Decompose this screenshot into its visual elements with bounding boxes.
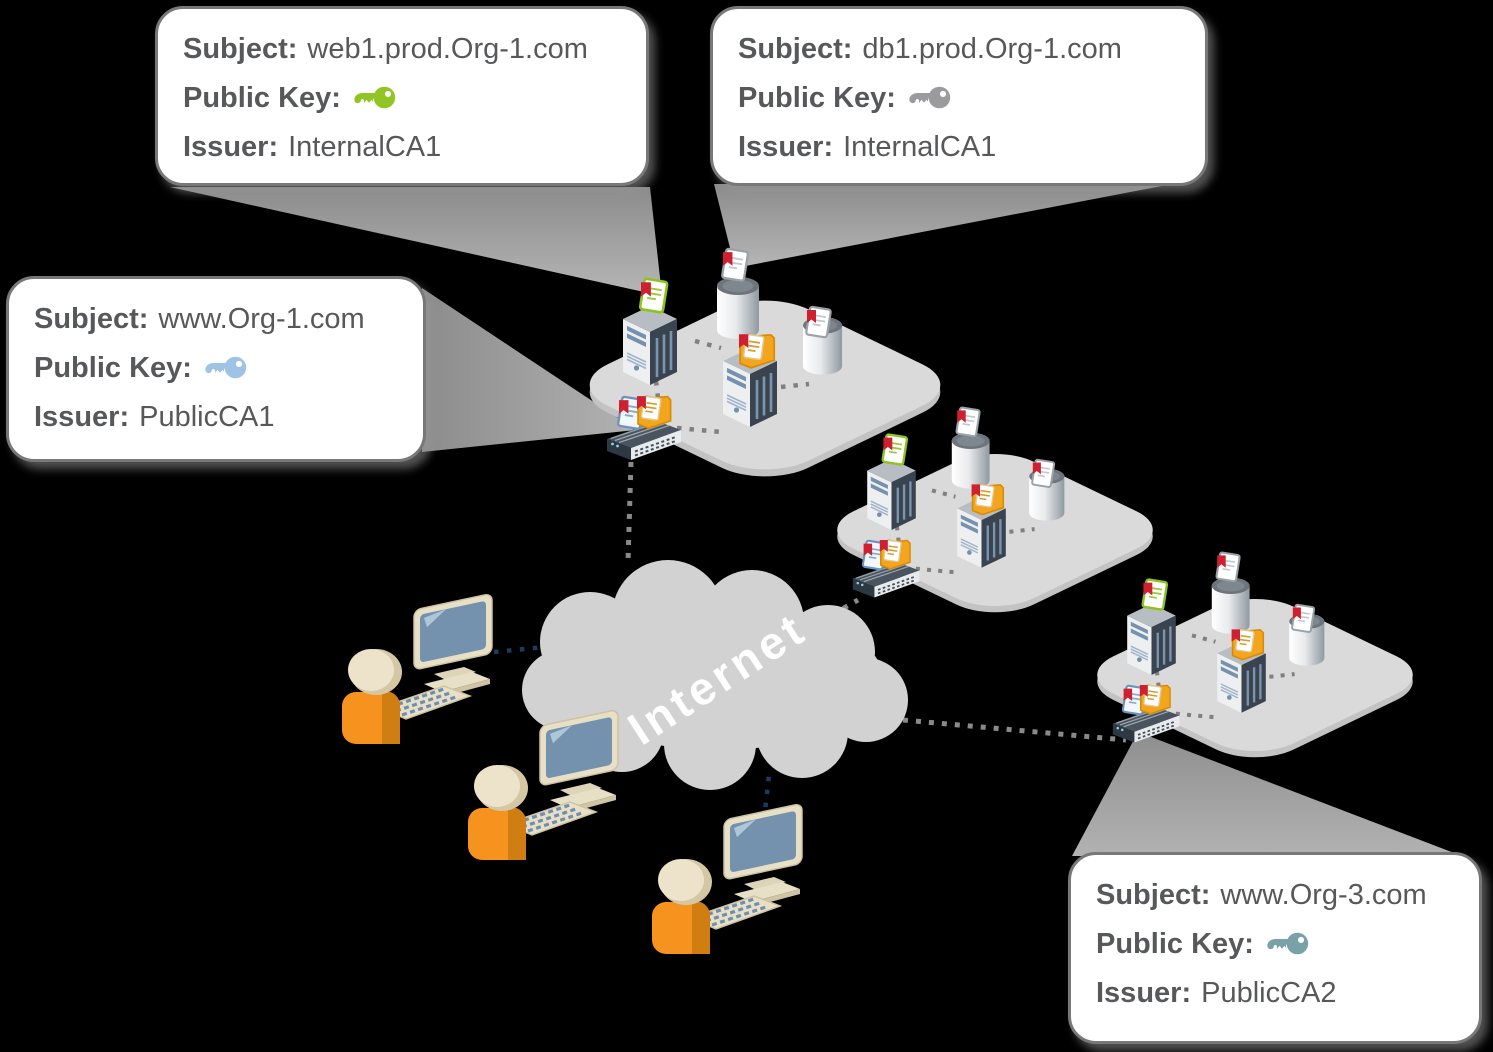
subject-line: Subject: web1.prod.Org-1.com <box>183 25 621 74</box>
link-client1-cloud <box>493 644 546 655</box>
key-icon <box>354 86 396 109</box>
issuer-line: Issuer: PublicCA2 <box>1096 969 1454 1018</box>
callout-tail-www-org1 <box>422 288 636 452</box>
callout-www-org1-cert: Subject: www.Org-1.com Public Key: Issuer… <box>6 276 426 462</box>
key-icon <box>1267 932 1309 955</box>
public-key-line: Public Key: <box>183 74 621 123</box>
internet-cloud: Internet <box>522 560 908 790</box>
callout-www-org3-cert: Subject: www.Org-3.com Public Key: Issuer… <box>1068 852 1482 1044</box>
callout-tail-db1 <box>714 184 1172 268</box>
client-user-2 <box>466 707 620 862</box>
issuer-label: Issuer: <box>738 131 834 163</box>
callout-tail-www-org3 <box>1072 732 1462 856</box>
public-key-line: Public Key: <box>738 74 1180 123</box>
subject-value: www.Org-1.com <box>158 303 365 335</box>
subject-line: Subject: www.Org-3.com <box>1096 871 1454 920</box>
subject-line: Subject: db1.prod.Org-1.com <box>738 25 1180 74</box>
public-key-label: Public Key: <box>34 352 192 384</box>
public-key-line: Public Key: <box>1096 920 1454 969</box>
subject-label: Subject: <box>738 33 853 65</box>
key-icon <box>909 86 951 109</box>
issuer-line: Issuer: InternalCA1 <box>738 123 1180 172</box>
issuer-value: PublicCA2 <box>1201 977 1337 1009</box>
issuer-value: InternalCA1 <box>843 131 997 163</box>
public-key-label: Public Key: <box>738 82 896 114</box>
public-key-line: Public Key: <box>34 344 398 393</box>
key-icon <box>205 356 247 379</box>
client-user-3 <box>650 801 804 956</box>
subject-value: db1.prod.Org-1.com <box>862 33 1122 65</box>
issuer-value: PublicCA1 <box>139 401 275 433</box>
link-org3-cloud <box>902 717 1127 743</box>
subject-line: Subject: www.Org-1.com <box>34 295 398 344</box>
public-key-label: Public Key: <box>1096 928 1254 960</box>
subject-label: Subject: <box>34 303 149 335</box>
callout-tail-web1 <box>170 187 662 296</box>
public-key-label: Public Key: <box>183 82 341 114</box>
link-org1-cloud <box>625 461 634 563</box>
org-platform-3 <box>1075 552 1436 768</box>
callout-db1-cert: Subject: db1.prod.Org-1.com Public Key: I… <box>710 6 1208 186</box>
issuer-label: Issuer: <box>183 131 279 163</box>
internet-links <box>625 461 1127 743</box>
issuer-label: Issuer: <box>34 401 130 433</box>
subject-value: web1.prod.Org-1.com <box>307 33 588 65</box>
callout-tails <box>170 184 1462 856</box>
subject-label: Subject: <box>1096 879 1211 911</box>
issuer-value: InternalCA1 <box>288 131 442 163</box>
org-platform-2 <box>815 407 1176 623</box>
issuer-line: Issuer: InternalCA1 <box>183 123 621 172</box>
callout-web1-cert: Subject:web1.prod.Org-1.com Public Key: … <box>155 6 649 186</box>
subject-label: Subject: <box>183 33 298 65</box>
client-user-1 <box>340 591 494 746</box>
issuer-label: Issuer: <box>1096 977 1192 1009</box>
subject-value: www.Org-3.com <box>1220 879 1427 911</box>
issuer-line: Issuer: PublicCA1 <box>34 393 398 442</box>
